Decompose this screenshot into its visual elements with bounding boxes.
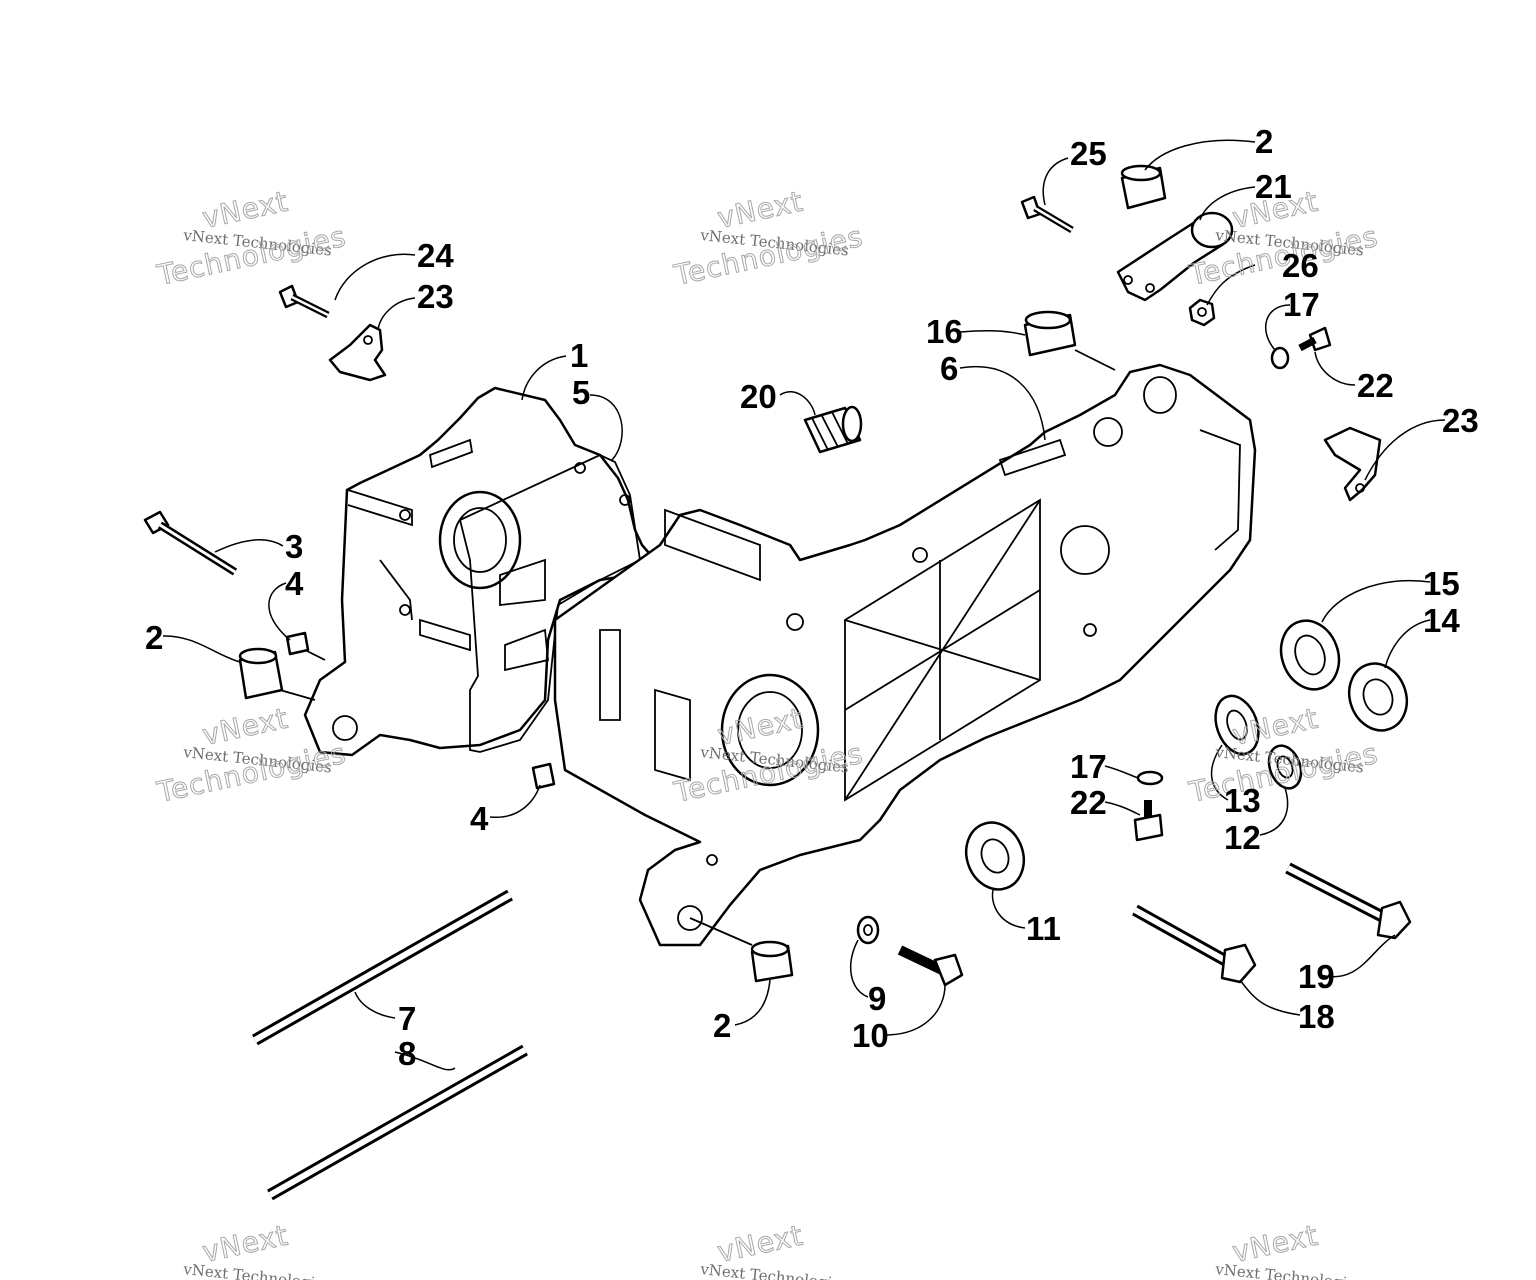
callout-8: 8 [398,1035,416,1072]
callout-24: 24 [417,237,454,274]
leader-lines [162,139,1446,1071]
nut-26 [1188,298,1216,327]
clip-23-left [328,323,387,382]
bolt-22-upper [1298,326,1332,352]
washer-17-upper [1270,346,1290,370]
watermark-bottom-center: vNext vNext Technologies [699,1218,850,1280]
svg-text:vNext Technologies: vNext Technologies [182,1260,333,1280]
washer-17-lower [1136,770,1164,786]
callout-14: 14 [1423,602,1460,639]
svg-text:vNext Technologies: vNext Technologies [699,1260,850,1280]
stud-7 [252,889,513,1046]
bushing-16 [1023,310,1116,371]
stud-8 [267,1044,528,1201]
callout-labels: 25 2 21 26 17 22 23 24 23 1 5 16 6 20 3 … [145,123,1479,1072]
callout-19: 19 [1298,958,1335,995]
callout-12: 12 [1224,819,1261,856]
svg-text:vNext Technologies: vNext Technologies [1214,1260,1365,1280]
dowel-pin-lower [531,762,556,790]
bushing-left [238,647,316,701]
callout-26: 26 [1282,247,1319,284]
callout-25: 25 [1070,135,1107,172]
callout-6: 6 [940,350,958,387]
svg-text:Technologies: Technologies [154,737,350,809]
watermark-bottom-right: vNext vNext Technologies [1214,1218,1365,1280]
dowel-pin-upper [285,631,326,661]
left-crankcase-half [303,386,657,757]
bolt-19 [1285,862,1412,940]
callout-2: 2 [1255,123,1273,160]
callout-16: 16 [926,313,963,350]
crankcase-gasket [458,454,641,753]
callout-2: 2 [713,1007,731,1044]
ball-bearing-14 [1347,662,1409,732]
callout-7: 7 [398,1000,416,1037]
ball-bearing-11 [964,821,1026,891]
needle-bearing-20 [803,405,863,454]
ball-bearing-15 [1279,619,1341,691]
washer-9 [856,915,880,945]
watermark-top-left: vNext vNext Technologies Technologies [153,184,350,293]
callout-17: 17 [1283,286,1320,323]
callout-21: 21 [1255,168,1292,205]
bolt-22-lower [1133,800,1164,842]
callout-4: 4 [470,800,489,837]
clip-23-right [1323,426,1382,502]
svg-text:Technologies: Technologies [671,220,867,292]
callout-23: 23 [1442,402,1479,439]
svg-text:vNext: vNext [200,1219,292,1269]
bolt-25 [1020,195,1074,234]
callout-11: 11 [1026,910,1061,947]
callout-2: 2 [145,619,163,656]
svg-text:vNext: vNext [200,702,292,752]
callout-15: 15 [1423,565,1460,602]
svg-text:vNext: vNext [1230,1219,1322,1269]
bushing-bottom [689,917,794,983]
svg-text:vNext: vNext [715,185,807,235]
callout-3: 3 [285,528,303,565]
bolt-18 [1132,904,1257,984]
bolt-10 [897,945,964,987]
bolt-3 [143,510,238,576]
bushing-upper [1120,164,1167,210]
callout-13: 13 [1224,782,1261,819]
svg-text:vNext: vNext [200,185,292,235]
ball-bearing-12 [1267,744,1303,790]
ball-bearing-13 [1214,694,1260,756]
callout-10: 10 [852,1017,889,1054]
bracket-21 [1116,211,1234,302]
callout-1: 1 [570,337,588,374]
callout-18: 18 [1298,998,1335,1035]
callout-4: 4 [285,565,304,602]
watermark-top-center: vNext vNext Technologies Technologies [670,184,867,293]
callout-9: 9 [868,980,886,1017]
right-crankcase-half [553,363,1257,947]
bolt-24 [278,284,330,319]
callout-5: 5 [572,374,590,411]
callout-20: 20 [740,378,777,415]
svg-text:vNext: vNext [715,1219,807,1269]
callout-22: 22 [1357,367,1394,404]
watermark-bottom-left: vNext vNext Technologies [182,1218,333,1280]
callout-22: 22 [1070,784,1107,821]
callout-17: 17 [1070,748,1107,785]
svg-text:Technologies: Technologies [154,220,350,292]
callout-23: 23 [417,278,454,315]
